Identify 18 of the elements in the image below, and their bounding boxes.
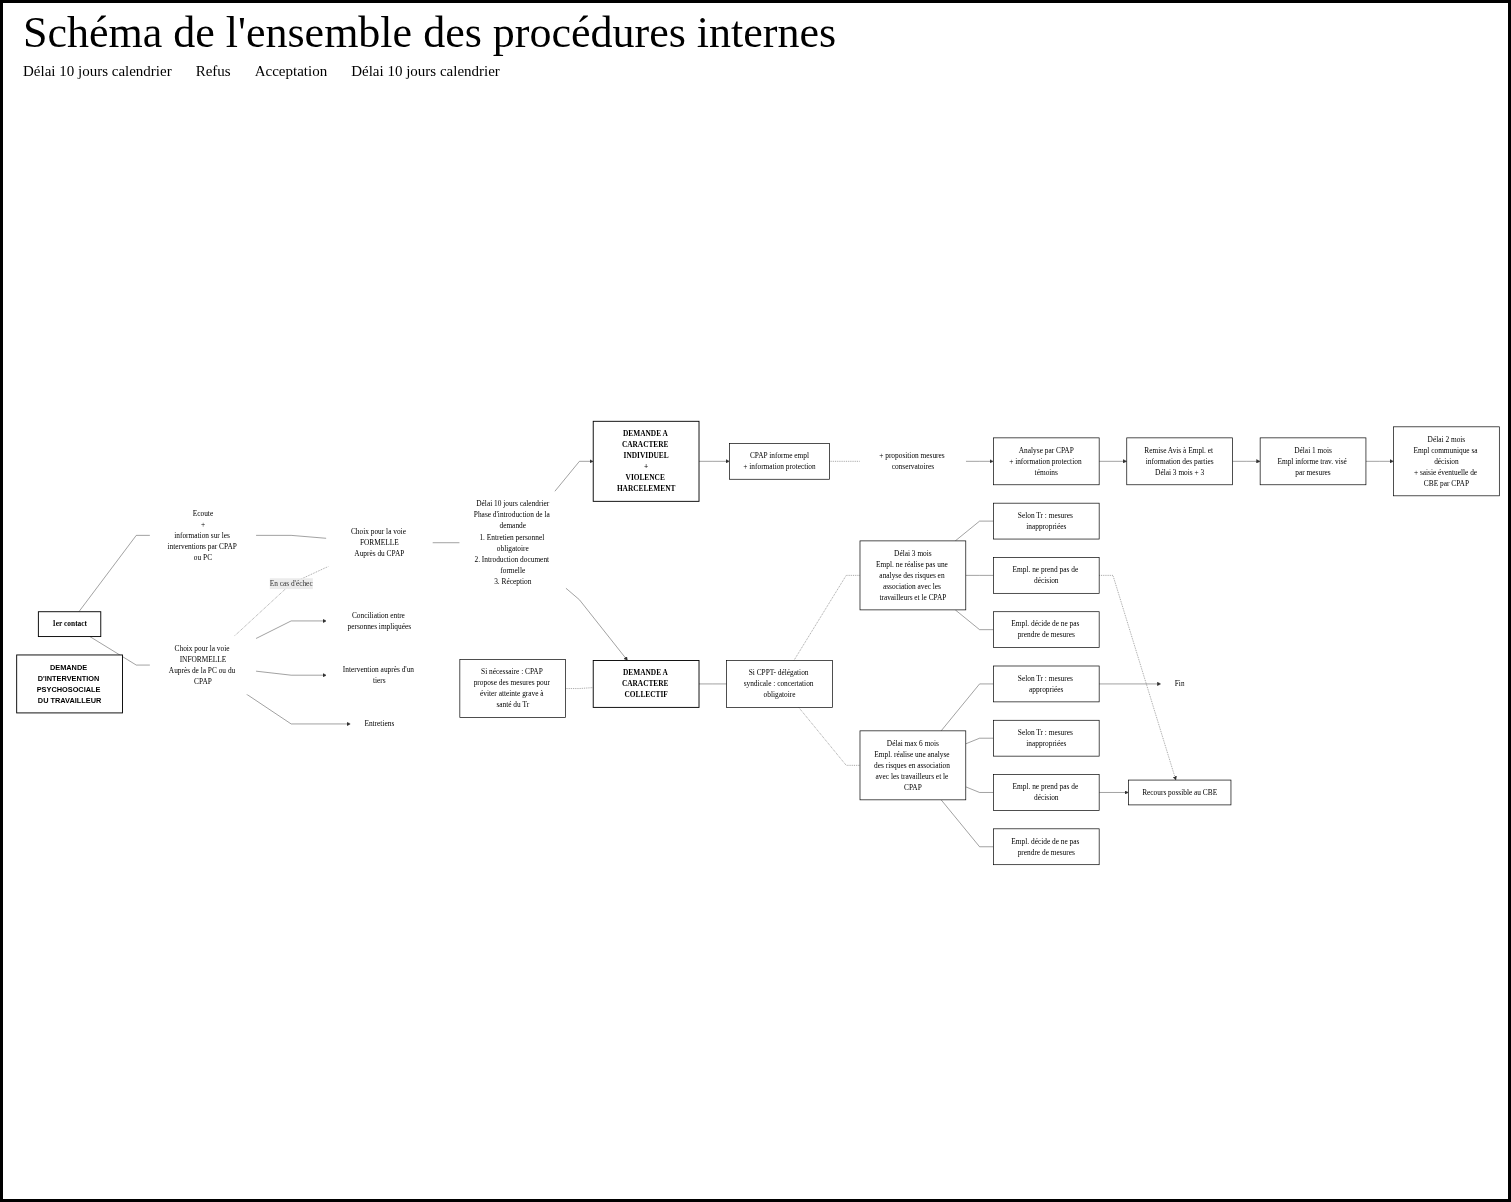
connector [698,683,727,685]
connector [940,683,994,732]
connector [955,520,994,542]
diagram-title: Schéma de l'ensemble des procédures internes [23,7,838,58]
connector [793,575,861,661]
connector [965,738,994,745]
note-text: Refus [195,63,231,79]
connector [965,786,994,793]
connector [965,575,994,576]
note-text: Acceptation [254,63,328,79]
connector [89,636,151,666]
connector [565,687,594,689]
connector [829,461,861,462]
connector [78,535,151,612]
connector [955,609,994,630]
connector [940,799,994,847]
note-text: Délai 10 jours calendrier [23,63,172,79]
note-text: Délai 10 jours calendrier [351,63,500,79]
